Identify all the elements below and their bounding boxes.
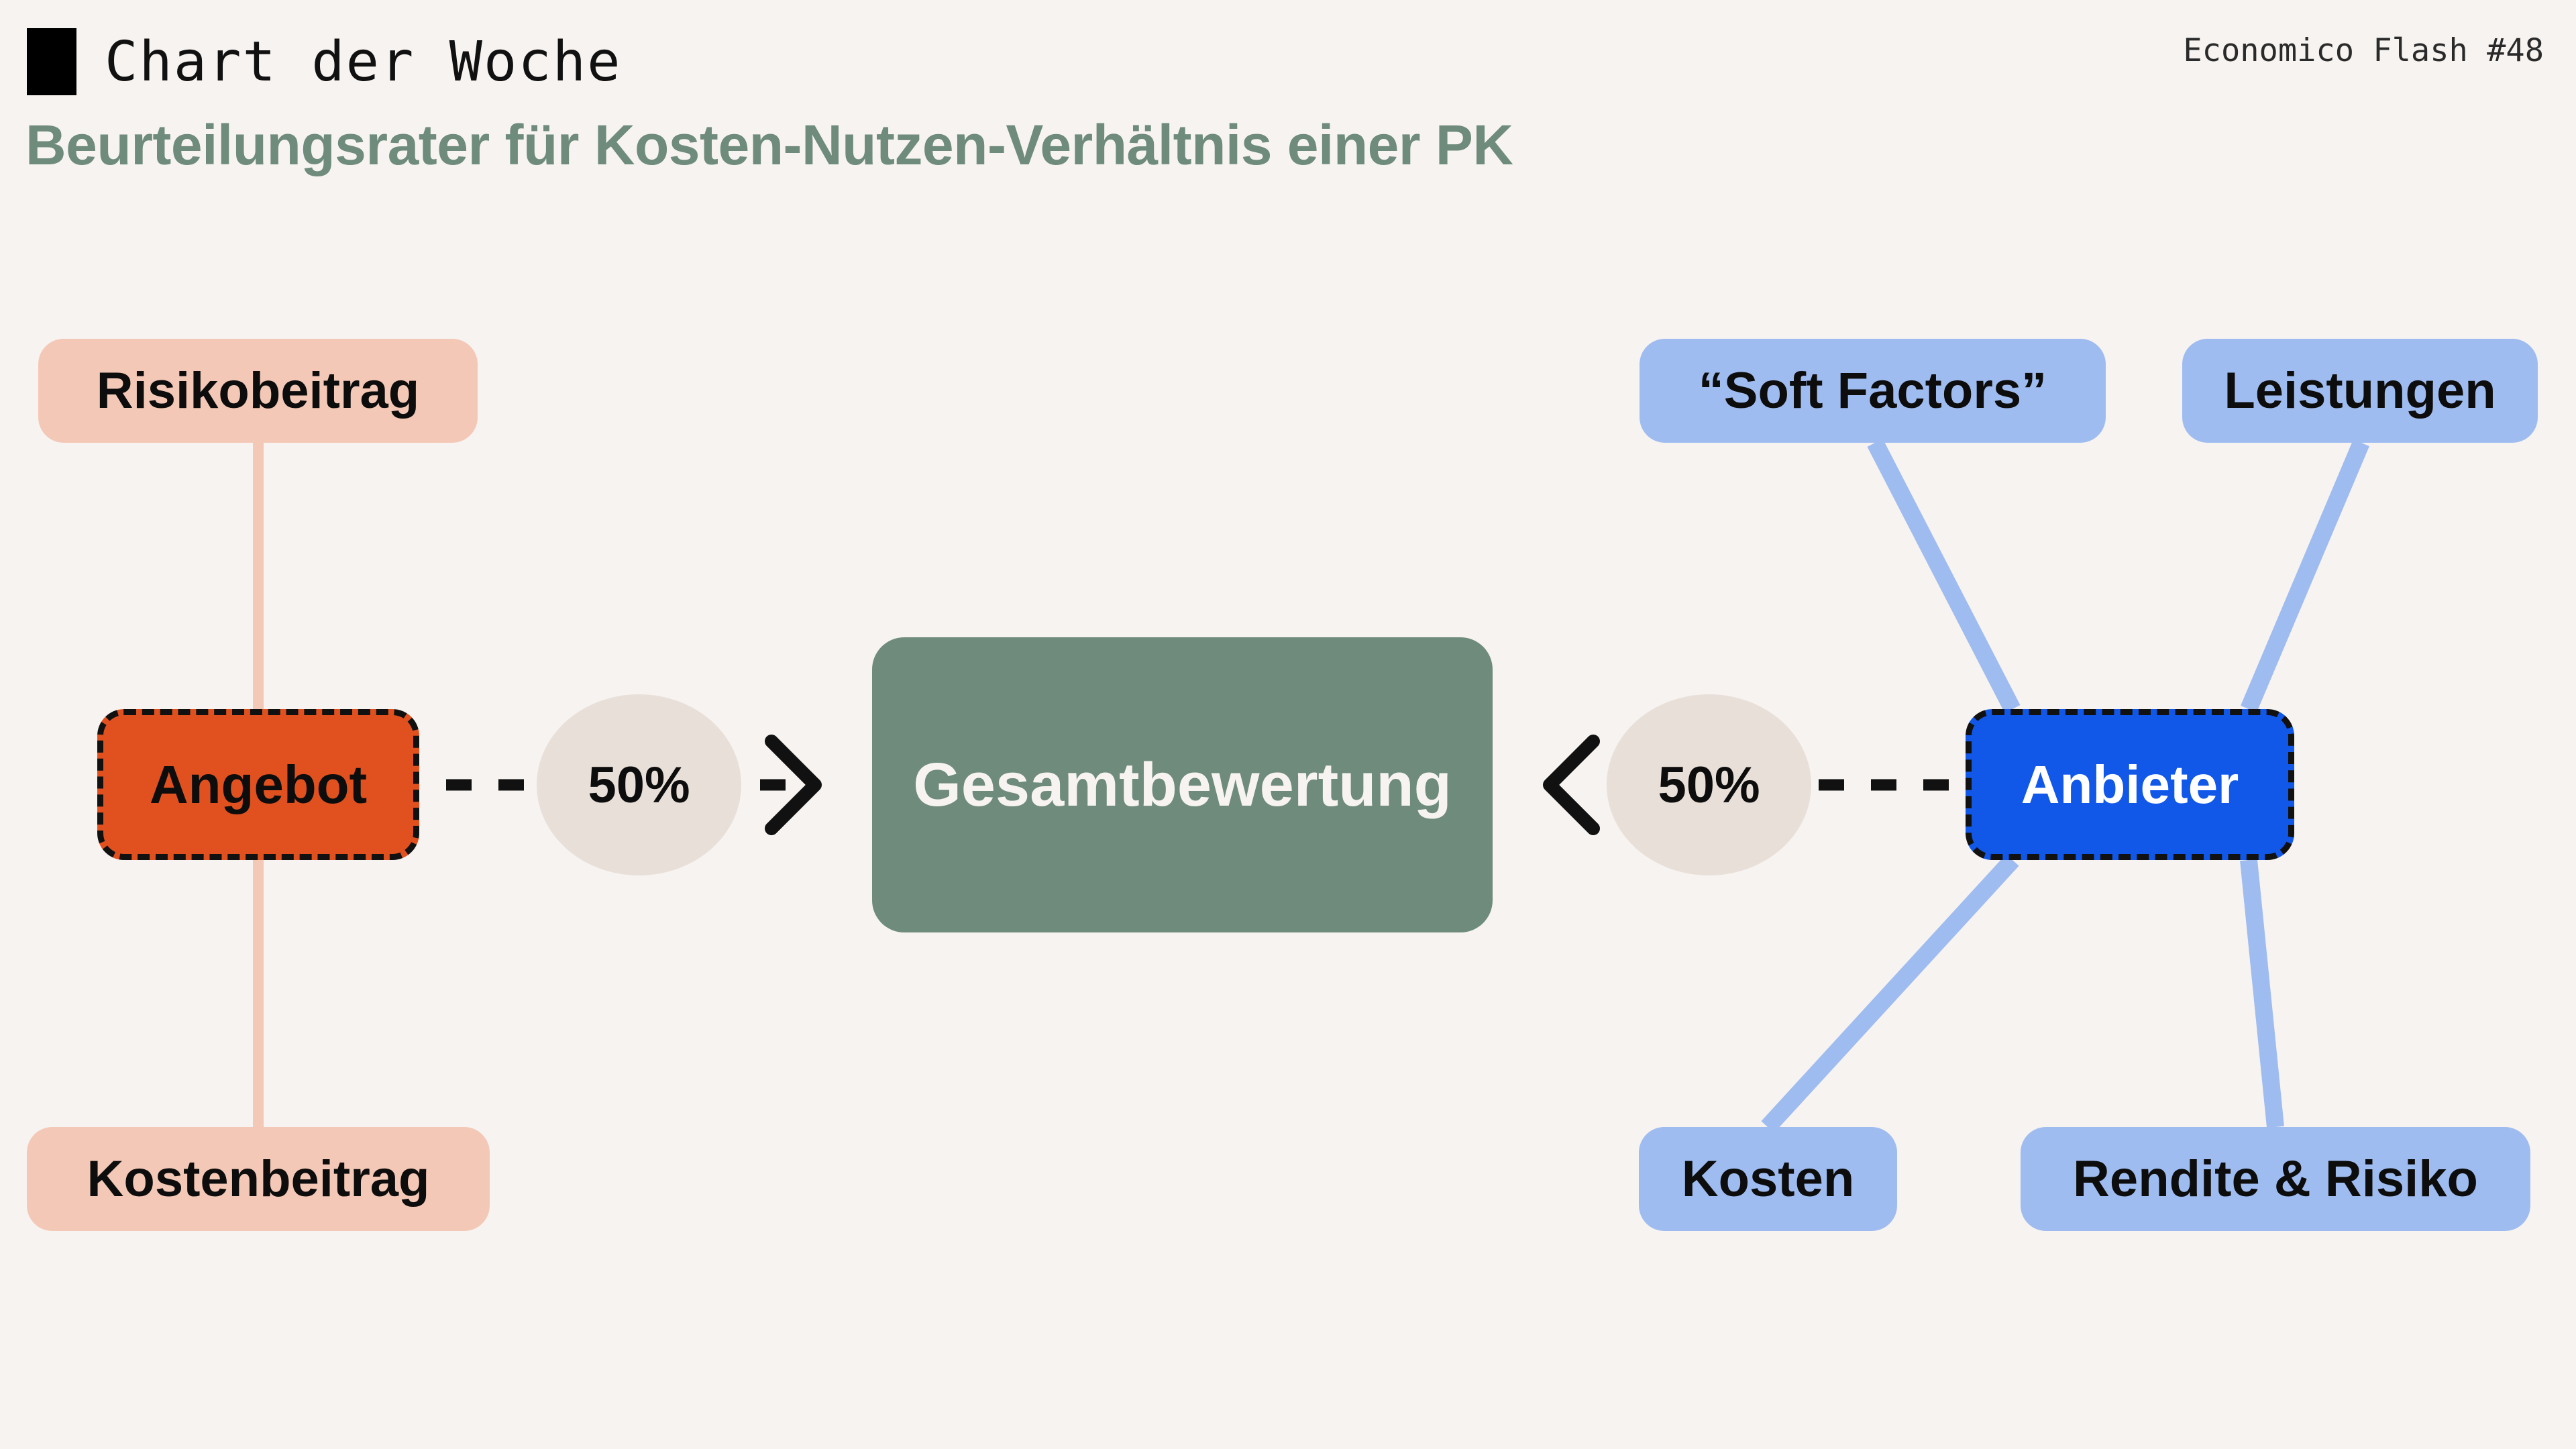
node-gesamtbewertung[interactable]: Gesamtbewertung	[872, 637, 1493, 932]
node-rendite-risiko[interactable]: Rendite & Risiko	[2021, 1127, 2530, 1231]
node-leistungen-label: Leistungen	[2224, 362, 2496, 419]
weight-badge-left-label: 50%	[588, 756, 690, 814]
black-square-icon	[27, 28, 76, 95]
node-rendite-risiko-label: Rendite & Risiko	[2073, 1150, 2478, 1208]
node-anbieter[interactable]: Anbieter	[1966, 709, 2294, 860]
node-leistungen[interactable]: Leistungen	[2182, 339, 2538, 443]
flash-issue-tag: Economico Flash #48	[2183, 32, 2544, 69]
node-kostenbeitrag[interactable]: Kostenbeitrag	[27, 1127, 490, 1231]
node-kostenbeitrag-label: Kostenbeitrag	[87, 1150, 430, 1208]
connector-leistungen-anbieter	[2241, 439, 2369, 713]
connector-softfactors-anbieter	[1867, 439, 2021, 713]
node-anbieter-label: Anbieter	[2021, 754, 2239, 814]
connector-anbieter-kosten	[1761, 854, 2019, 1133]
diagram-canvas: Risikobeitrag Angebot Kostenbeitrag 50% …	[0, 221, 2576, 1449]
node-risikobeitrag[interactable]: Risikobeitrag	[38, 339, 478, 443]
flow-arrowhead-left-icon	[1543, 735, 1600, 835]
node-soft-factors-label: “Soft Factors”	[1698, 362, 2047, 419]
kicker-block: Chart der Woche	[27, 28, 622, 95]
page-header: Chart der Woche Economico Flash #48 Beur…	[0, 0, 2576, 221]
weight-badge-left: 50%	[537, 694, 741, 875]
node-kosten[interactable]: Kosten	[1639, 1127, 1897, 1231]
connector-anbieter-rendite	[2240, 859, 2284, 1128]
page-title: Beurteilungsrater für Kosten-Nutzen-Verh…	[25, 113, 1513, 176]
kicker-label: Chart der Woche	[105, 30, 622, 94]
node-angebot[interactable]: Angebot	[97, 709, 419, 860]
node-soft-factors[interactable]: “Soft Factors”	[1640, 339, 2106, 443]
node-risikobeitrag-label: Risikobeitrag	[96, 362, 420, 419]
node-angebot-label: Angebot	[149, 754, 368, 814]
node-kosten-label: Kosten	[1681, 1150, 1855, 1208]
weight-badge-right-label: 50%	[1658, 756, 1760, 814]
weight-badge-right: 50%	[1607, 694, 1811, 875]
node-gesamtbewertung-label: Gesamtbewertung	[913, 750, 1452, 819]
flow-arrowhead-right-icon	[765, 735, 822, 835]
